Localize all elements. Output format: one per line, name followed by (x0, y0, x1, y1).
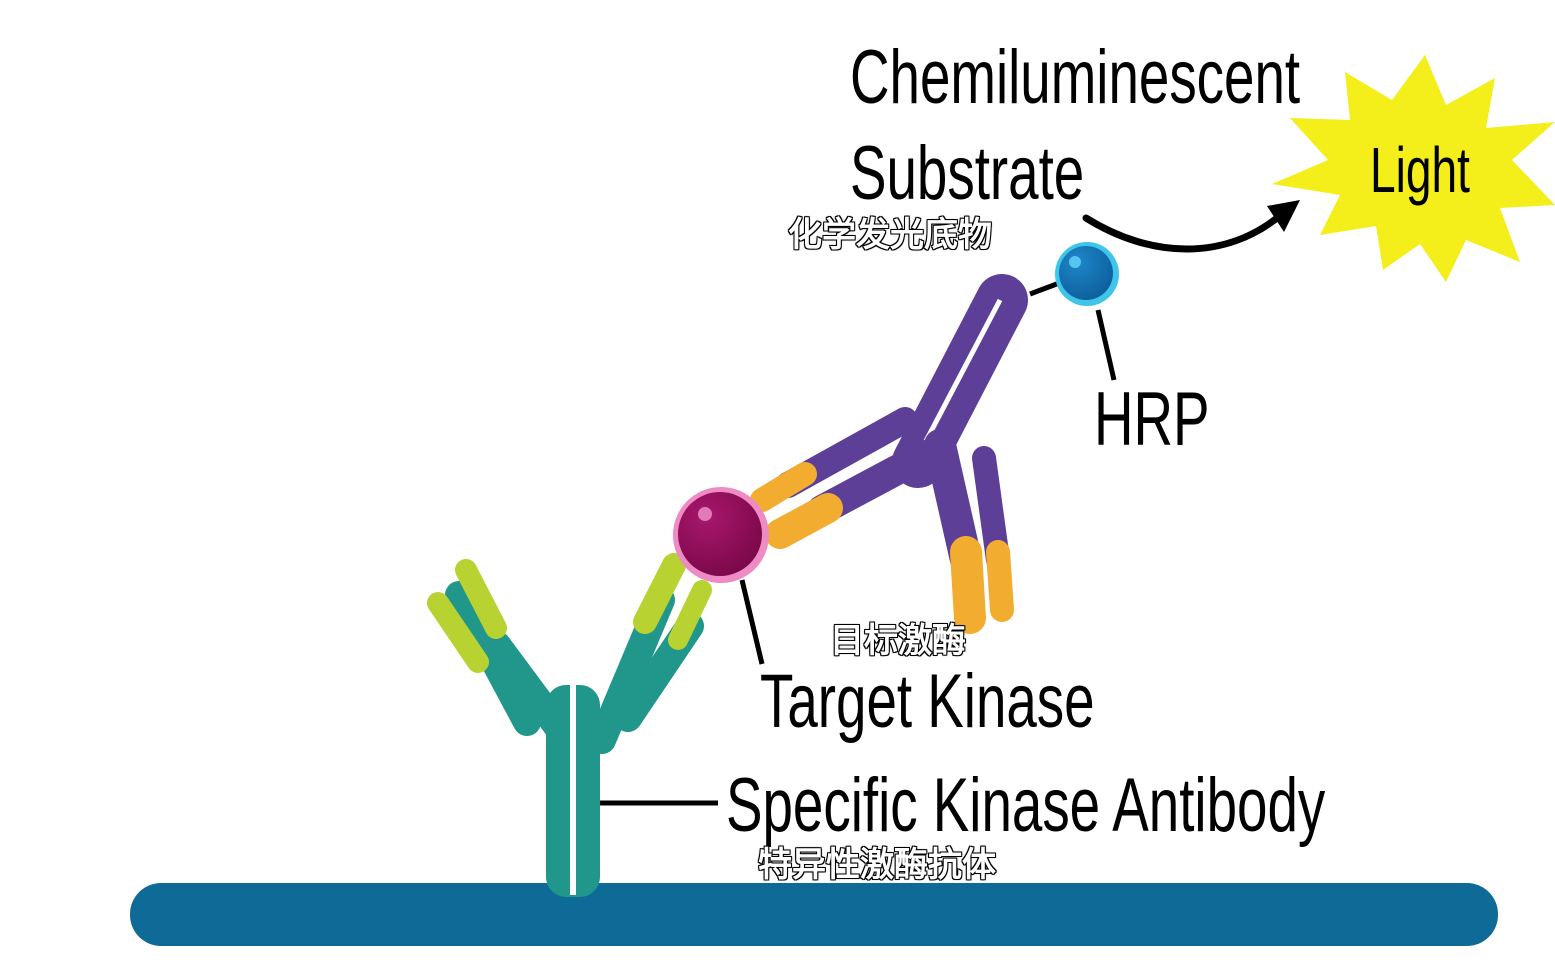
detection-antibody (750, 274, 1063, 634)
curved-arrow-icon (1082, 200, 1300, 253)
starburst-icon (1272, 55, 1555, 282)
plate-surface (130, 883, 1498, 946)
target-kinase-sphere (673, 487, 769, 583)
substrate-label-line1: Chemiluminescent (850, 35, 1301, 120)
capture-antibody (427, 553, 712, 897)
target-kinase-label: Target Kinase (760, 659, 1095, 744)
hrp-label: HRP (1094, 377, 1210, 462)
kinase-leader-line (739, 579, 765, 665)
substrate-label-zh: 化学发光底物 (787, 215, 993, 255)
substrate-label-line2: Substrate (850, 131, 1085, 216)
hrp-sphere (1055, 242, 1119, 306)
specific-antibody-label-zh: 特异性激酶抗体 (757, 845, 997, 885)
light-label: Light (1370, 134, 1470, 206)
hrp-leader-line (1095, 309, 1117, 381)
target-kinase-label-zh: 目标激酶 (829, 621, 967, 661)
specific-antibody-label: Specific Kinase Antibody (726, 763, 1326, 848)
